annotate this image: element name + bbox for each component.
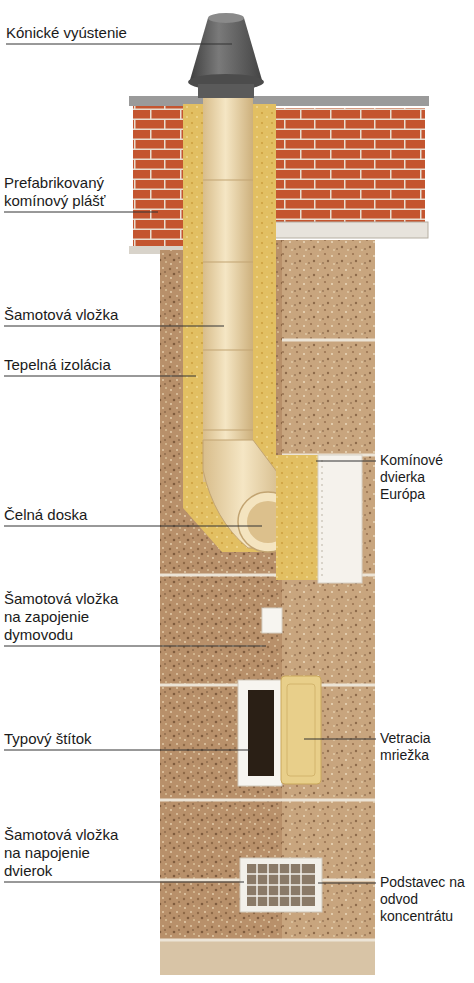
liner-joint <box>203 261 253 262</box>
flue-socket <box>262 608 282 633</box>
cap-slab <box>129 96 429 106</box>
liner-joint <box>203 429 253 430</box>
cone-base <box>198 84 254 98</box>
door-frame <box>238 680 282 786</box>
cone-body <box>190 18 262 80</box>
cone-top <box>208 13 244 23</box>
part-label: Šamotová vložka na zapojenie dymovodu <box>4 590 132 644</box>
block-joint <box>282 339 375 342</box>
grille-mesh <box>247 864 315 906</box>
leader-line <box>4 376 196 377</box>
grille-frame <box>240 858 322 912</box>
cleanout-door <box>276 455 362 583</box>
grille-bar <box>247 873 315 875</box>
leader-line <box>318 883 376 884</box>
leader-line <box>4 326 224 327</box>
part-label: Podstavec na odvod koncentrátu <box>380 874 472 925</box>
leader-line <box>4 882 244 883</box>
door-leaf <box>281 676 321 784</box>
leader-line <box>316 461 376 462</box>
part-label: Čelná doska <box>4 506 87 524</box>
part-label: Vetracia mriežka <box>380 730 472 764</box>
part-label: Prefabrikovaný komínový plášť <box>4 174 154 210</box>
brick-cap <box>129 96 429 254</box>
part-label: Šamotová vložka na napojenie dvierok <box>4 826 132 880</box>
vent-grille <box>240 858 322 912</box>
leader-line <box>4 526 262 527</box>
door-panel <box>318 455 362 583</box>
leader-line <box>304 739 376 740</box>
liner-joints <box>203 180 253 430</box>
liner-joint <box>203 349 253 350</box>
liner-joint <box>203 179 253 180</box>
door-edge <box>322 460 323 578</box>
block-joint <box>160 799 375 802</box>
part-label: Typový štítok <box>4 730 92 748</box>
leader-line <box>6 44 232 45</box>
vent-door <box>238 676 321 786</box>
part-label: Kónické vyústenie <box>6 24 127 42</box>
door-plate <box>276 455 318 580</box>
cap-flashing <box>270 222 428 238</box>
brick-wall <box>133 104 191 250</box>
conical-outlet <box>188 13 264 98</box>
leader-line <box>4 646 266 647</box>
part-label: Tepelná izolácia <box>4 356 111 374</box>
part-label: Šamotová vložka <box>4 306 118 324</box>
block-joint <box>160 939 375 942</box>
leader-line <box>4 212 158 213</box>
leader-line <box>4 750 250 751</box>
door-opening <box>248 690 274 776</box>
flue-liner <box>203 62 253 482</box>
brick-wall <box>275 108 425 224</box>
grille-bar <box>247 895 315 897</box>
grille-bar <box>247 884 315 886</box>
part-label: Komínové dvierka Európa <box>380 452 472 503</box>
grille-bars <box>247 864 315 906</box>
door-leaf-edge <box>287 684 315 776</box>
chimney-plinth <box>160 940 375 975</box>
